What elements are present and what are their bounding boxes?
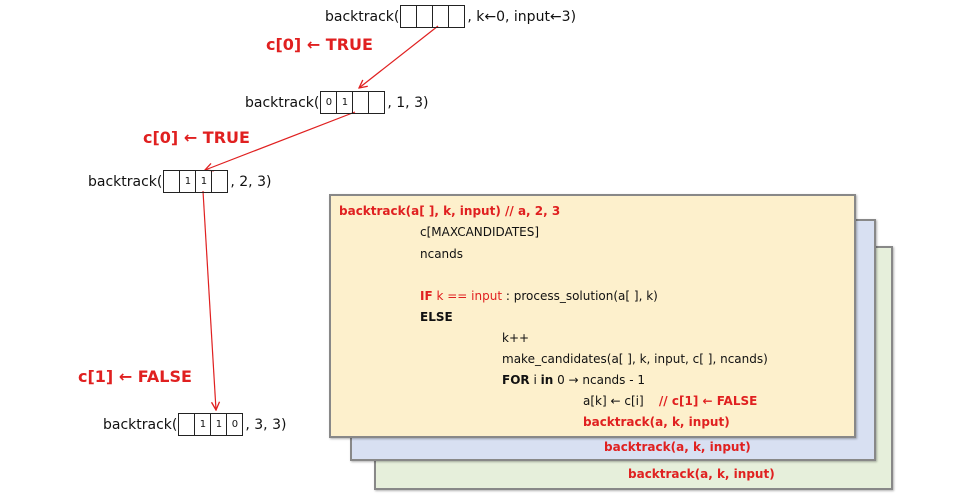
array-cell	[179, 414, 196, 435]
array-cell	[433, 6, 450, 27]
call-level-3: backtrack( 1 1 0 , 3, 3)	[103, 413, 286, 436]
arrow-call-2-to-3	[205, 111, 356, 170]
array-cell: 1	[180, 171, 197, 192]
recursive-call-line: backtrack(a, k, input)	[628, 467, 775, 481]
array-box: 1 1 0	[178, 413, 244, 436]
call-name: backtrack(	[103, 416, 178, 433]
transition-label: c[0] ← TRUE	[143, 128, 250, 147]
in-keyword: in	[540, 373, 554, 387]
if-colon: :	[502, 289, 514, 303]
array-cell	[417, 6, 434, 27]
array-cell: 1	[195, 414, 212, 435]
arrow-call-3-to-4	[202, 190, 216, 410]
call-name: backtrack(	[245, 94, 320, 111]
if-condition: k == input	[432, 289, 503, 303]
array-cell: 1	[337, 92, 354, 113]
call-level-0: backtrack( , k←0, input←3)	[325, 5, 576, 28]
array-cell	[401, 6, 418, 27]
call-args: , 2, 3)	[230, 173, 272, 190]
decl-candidates: c[MAXCANDIDATES]	[420, 225, 540, 239]
call-args: , 1, 3)	[387, 94, 429, 111]
for-range: 0 → ncands - 1	[553, 373, 646, 387]
code-card-front: backtrack(a[ ], k, input) // a, 2, 3 c[M…	[329, 194, 856, 438]
arrow-call-1-to-2	[359, 25, 439, 88]
array-box: 1 1	[163, 170, 229, 193]
array-box	[400, 5, 466, 28]
array-cell	[164, 171, 181, 192]
array-cell	[369, 92, 384, 113]
array-box: 0 1	[320, 91, 386, 114]
array-cell: 1	[211, 414, 228, 435]
else-keyword: ELSE	[420, 310, 453, 324]
transition-label: c[1] ← FALSE	[78, 367, 192, 386]
for-keyword: FOR	[502, 373, 530, 387]
for-line: FOR i in 0 → ncands - 1	[502, 370, 645, 390]
array-cell	[353, 92, 370, 113]
if-body: process_solution(a[ ], k)	[513, 289, 658, 303]
array-cell: 0	[231, 419, 239, 430]
array-cell: 1	[196, 171, 213, 192]
assign-comment: // c[1] ← FALSE	[658, 394, 758, 408]
call-name: backtrack(	[325, 8, 400, 25]
if-line: IF k == input : process_solution(a[ ], k…	[420, 286, 658, 306]
array-cell: 0	[321, 92, 338, 113]
call-args: , 3, 3)	[245, 416, 287, 433]
for-var: i	[529, 373, 541, 387]
call-name: backtrack(	[88, 173, 163, 190]
assign-line: a[k] ← c[i] // c[1] ← FALSE	[583, 391, 757, 411]
array-cell	[212, 171, 227, 192]
make-candidates-line: make_candidates(a[ ], k, input, c[ ], nc…	[502, 352, 768, 366]
call-level-2: backtrack( 1 1 , 2, 3)	[88, 170, 271, 193]
call-args: , k←0, input←3)	[467, 8, 577, 25]
assign-statement: a[k] ← c[i]	[583, 394, 644, 408]
call-level-1: backtrack( 0 1 , 1, 3)	[245, 91, 428, 114]
if-keyword: IF	[420, 289, 433, 303]
recursive-call-line: backtrack(a, k, input)	[583, 415, 730, 429]
function-header: backtrack(a[ ], k, input) // a, 2, 3	[339, 204, 561, 218]
decl-ncands: ncands	[420, 247, 464, 261]
increment-line: k++	[502, 331, 530, 345]
transition-label: c[0] ← TRUE	[266, 35, 373, 54]
recursive-call-line: backtrack(a, k, input)	[604, 440, 751, 454]
array-cell	[449, 6, 464, 27]
